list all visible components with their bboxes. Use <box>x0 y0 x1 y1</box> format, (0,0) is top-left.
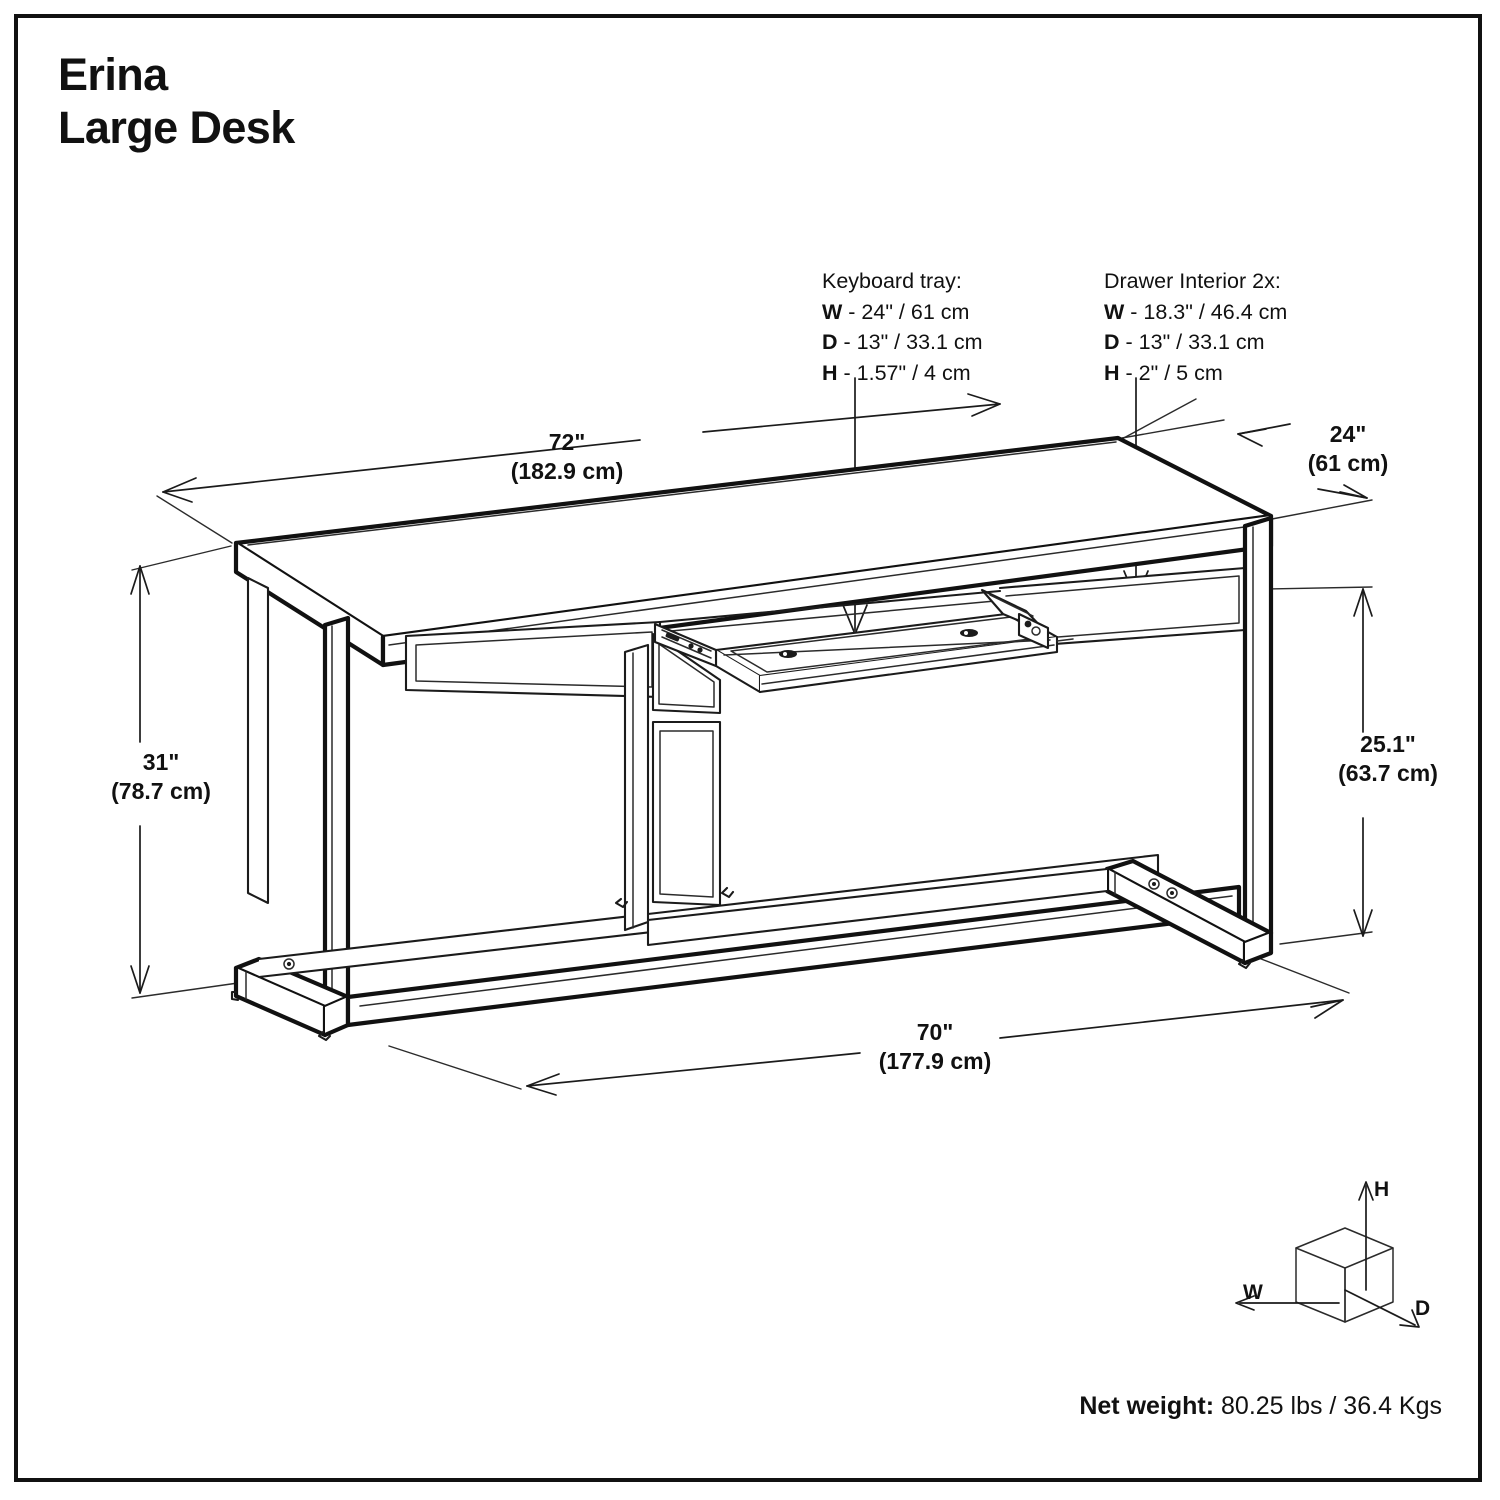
dimension-label-top-width: 72" (182.9 cm) <box>432 428 702 486</box>
callout-keyboard-tray-width-value: - 24" / 61 cm <box>848 299 970 324</box>
callout-keyboard-tray-heading: Keyboard tray: <box>822 269 962 293</box>
desk-right-leg-frame <box>646 515 1274 970</box>
desk-center-support-panel <box>614 632 735 932</box>
callout-keyboard-tray-depth-letter: D <box>822 330 838 355</box>
callout-drawer-interior-heading: Drawer Interior 2x: <box>1104 269 1281 293</box>
dimension-label-top-depth: 24" (61 cm) <box>1248 420 1448 478</box>
net-weight-value: 80.25 lbs / 36.4 Kgs <box>1214 1392 1442 1420</box>
dimension-label-clearance-height-imperial: 25.1" <box>1360 731 1416 757</box>
tray-hardware <box>779 629 978 658</box>
callout-keyboard-tray-height-value: - 1.57" / 4 cm <box>843 360 971 385</box>
dimension-label-clearance-height-metric: (63.7 cm) <box>1338 759 1438 786</box>
callout-keyboard-tray-depth-value: - 13" / 33.1 cm <box>843 330 983 355</box>
callout-drawer-interior-depth: D - 13" / 33.1 cm <box>1104 327 1287 358</box>
dimension-label-clearance-height: 25.1" (63.7 cm) <box>1288 730 1488 788</box>
callout-drawer-interior-width-letter: W <box>1104 299 1125 324</box>
callout-drawer-interior-width: W - 18.3" / 46.4 cm <box>1104 297 1287 328</box>
callout-drawer-interior: Drawer Interior 2x: W - 18.3" / 46.4 cm … <box>1104 266 1287 388</box>
callout-drawer-interior-width-value: - 18.3" / 46.4 cm <box>1130 299 1288 324</box>
callout-drawer-interior-depth-letter: D <box>1104 330 1120 355</box>
product-name-line2: Large Desk <box>58 102 295 154</box>
dimension-label-overall-height-imperial: 31" <box>142 749 180 775</box>
callout-keyboard-tray-width: W - 24" / 61 cm <box>822 297 983 328</box>
dimension-label-base-width: 70" (177.9 cm) <box>800 1018 1070 1076</box>
dimension-label-top-depth-metric: (61 cm) <box>1307 449 1389 476</box>
legend-depth-letter: D <box>1415 1297 1431 1320</box>
legend-width-letter: W <box>1243 1281 1263 1304</box>
page-title: Erina Large Desk <box>58 48 295 154</box>
desk-drawer-front-panels <box>404 566 1247 699</box>
dimension-lines <box>130 393 1373 1096</box>
net-weight-label: Net weight: <box>1079 1392 1215 1420</box>
dimension-label-top-depth-imperial: 24" <box>1329 421 1367 447</box>
callout-drawer-interior-depth-value: - 13" / 33.1 cm <box>1125 330 1265 355</box>
dimension-label-overall-height: 31" (78.7 cm) <box>56 748 266 806</box>
net-weight-line: Net weight: 80.25 lbs / 36.4 Kgs <box>1079 1392 1442 1421</box>
dimension-label-top-width-imperial: 72" <box>548 429 586 455</box>
dimension-label-base-width-imperial: 70" <box>916 1019 954 1045</box>
legend-cube-diagram <box>1235 1181 1420 1328</box>
callout-keyboard-tray: Keyboard tray: W - 24" / 61 cm D - 13" /… <box>822 266 983 388</box>
keyboard-tray-assembly <box>653 588 1074 694</box>
callout-keyboard-tray-height-letter: H <box>822 360 838 385</box>
callout-drawer-interior-height: H - 2" / 5 cm <box>1104 358 1287 389</box>
dimension-label-top-width-metric: (182.9 cm) <box>510 457 624 484</box>
product-name-line1: Erina <box>58 49 168 100</box>
dimension-label-base-width-metric: (177.9 cm) <box>878 1047 992 1074</box>
callout-keyboard-tray-width-letter: W <box>822 299 843 324</box>
callout-keyboard-tray-height: H - 1.57" / 4 cm <box>822 358 983 389</box>
dimension-label-overall-height-metric: (78.7 cm) <box>111 777 211 804</box>
legend-height-letter: H <box>1374 1178 1390 1201</box>
callout-drawer-interior-height-letter: H <box>1104 360 1120 385</box>
callout-drawer-interior-height-value: - 2" / 5 cm <box>1125 360 1223 385</box>
callout-keyboard-tray-depth: D - 13" / 33.1 cm <box>822 327 983 358</box>
